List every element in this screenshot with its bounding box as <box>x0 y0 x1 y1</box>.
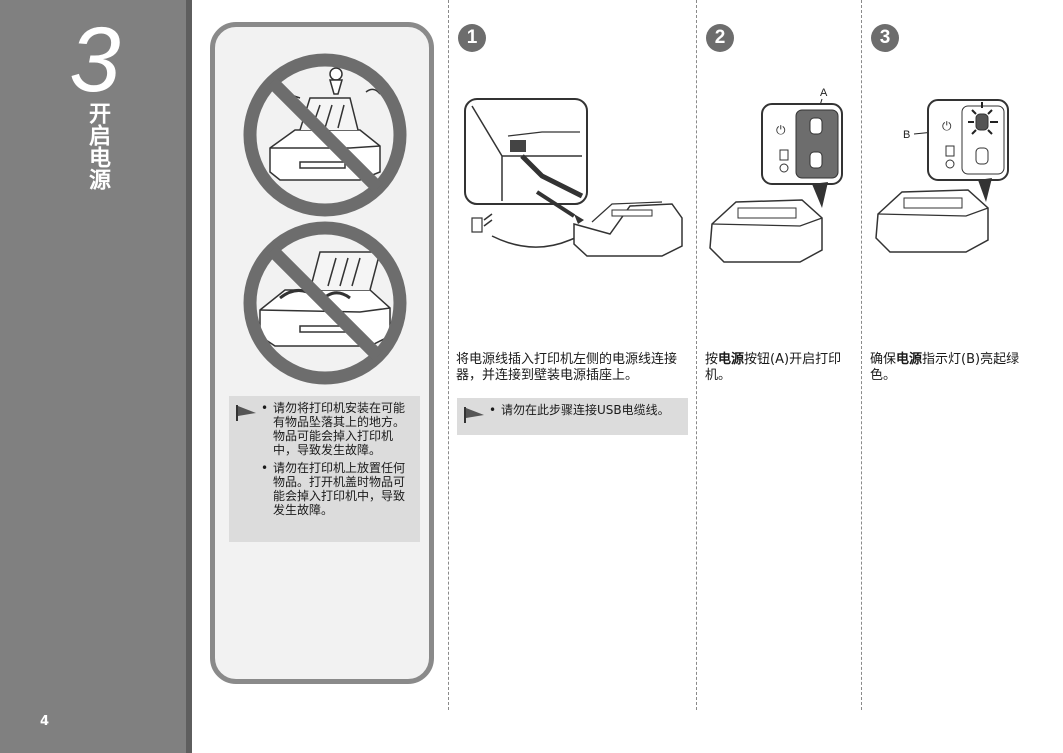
power-button-illustration: A ⏻ <box>709 87 843 263</box>
step-3-text-a: 确保 <box>870 352 897 367</box>
column-divider <box>861 0 862 710</box>
column-divider <box>448 0 449 710</box>
column-divider <box>696 0 697 710</box>
sidebar-edge <box>186 0 192 753</box>
step-2-badge: 2 <box>706 24 734 52</box>
step-3-text: 确保电源指示灯(B)亮起绿色。 <box>870 352 1020 384</box>
step-2-text-bold: 电源 <box>718 352 745 367</box>
step-2-text-a: 按 <box>705 352 719 367</box>
label-b: B <box>903 129 910 141</box>
no-objects-falling-illustration <box>243 53 407 217</box>
svg-text:⏻: ⏻ <box>776 123 786 137</box>
svg-text:⏻: ⏻ <box>942 119 952 133</box>
step-1-note: 请勿在此步骤连接USB电缆线。 <box>487 403 677 417</box>
step-2-text: 按电源按钮(A)开启打印机。 <box>705 352 855 384</box>
warning-item: 请勿将打印机安装在可能有物品坠落其上的地方。物品可能会掉入打印机中，导致发生故障… <box>259 401 409 457</box>
page-number: 4 <box>40 714 50 729</box>
flag-icon <box>236 405 256 421</box>
step-title: 开启电源 <box>85 102 110 190</box>
step-1-note-box: 请勿在此步骤连接USB电缆线。 <box>457 398 688 435</box>
flag-icon <box>464 407 484 423</box>
step-1-badge: 1 <box>458 24 486 52</box>
step-2-text-b: 按钮(A)开启打印机。 <box>705 352 842 383</box>
step-1-text: 将电源线插入打印机左侧的电源线连接器，并连接到壁装电源插座上。 <box>456 352 678 383</box>
step-3-text-b: 指示灯(B)亮起绿色。 <box>870 352 1020 383</box>
label-a: A <box>820 87 828 99</box>
sidebar <box>0 0 186 753</box>
step-number: 3 <box>69 9 121 111</box>
step-3-text-bold: 电源 <box>896 352 923 367</box>
no-objects-on-printer-illustration <box>243 221 407 385</box>
power-lamp-illustration: B ⏻ <box>875 99 1009 253</box>
power-cord-illustration <box>464 98 683 257</box>
warning-note-box: 请勿将打印机安装在可能有物品坠落其上的地方。物品可能会掉入打印机中，导致发生故障… <box>229 396 420 542</box>
warning-item: 请勿在打印机上放置任何物品。打开机盖时物品可能会掉入打印机中，导致发生故障。 <box>259 461 409 517</box>
step-3-badge: 3 <box>871 24 899 52</box>
